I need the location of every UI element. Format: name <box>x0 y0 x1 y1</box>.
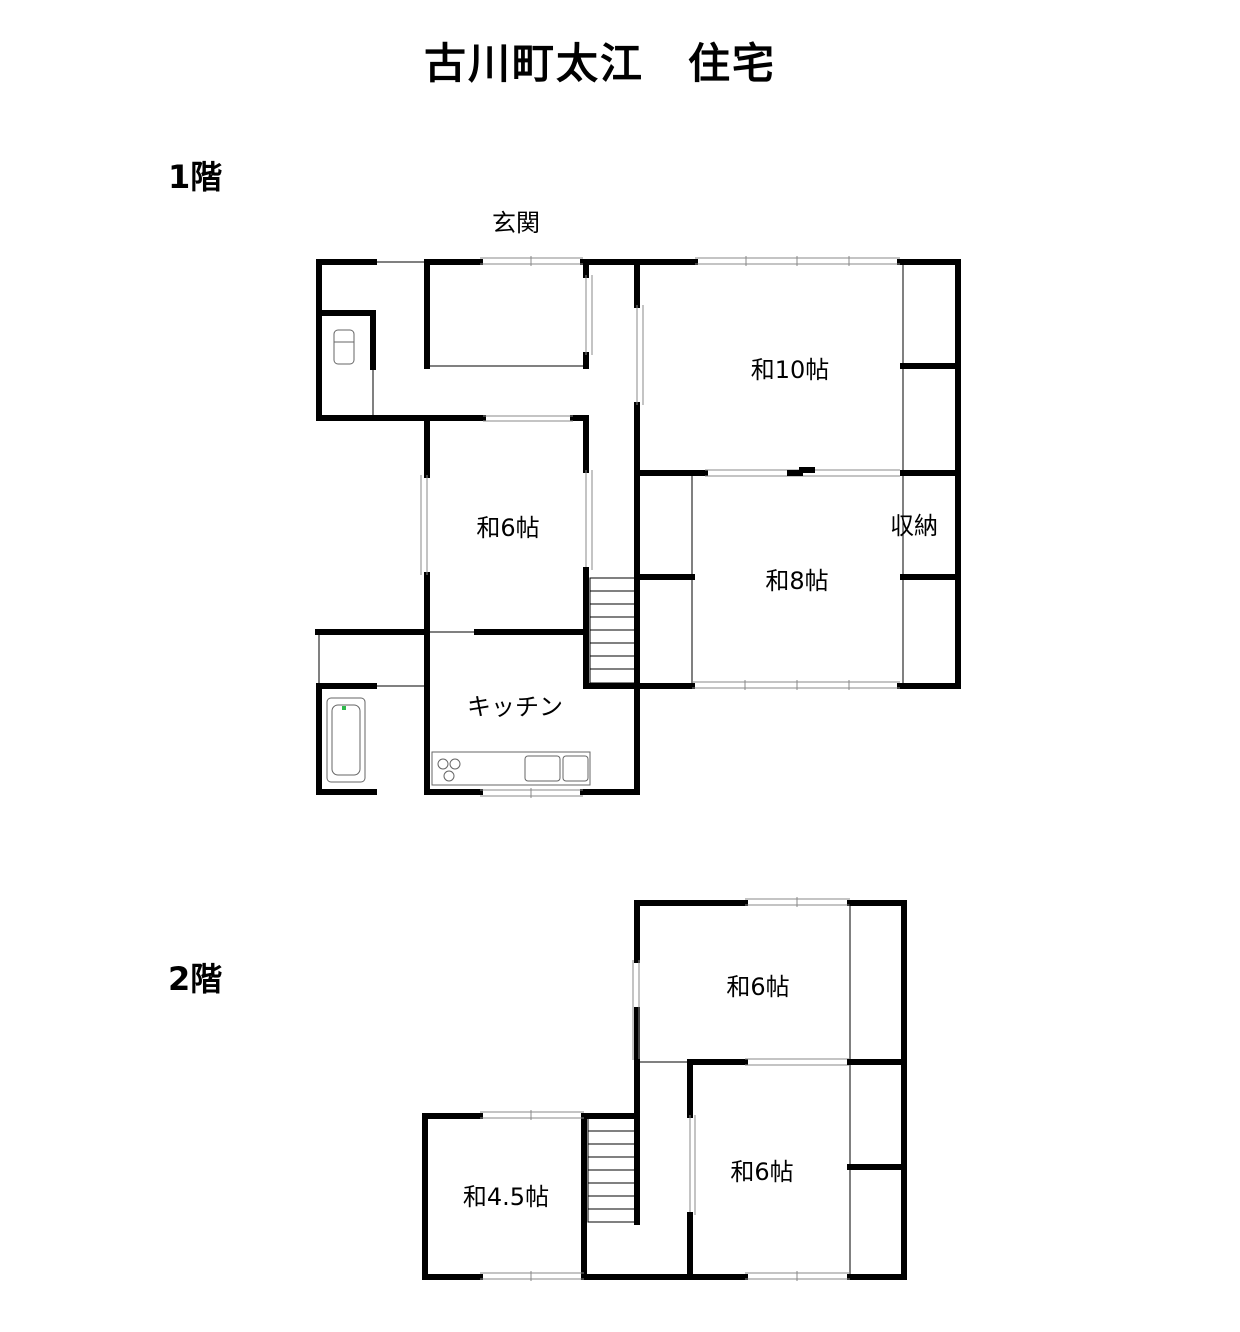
stairs <box>589 577 636 684</box>
washitsu8-label: 和8帖 <box>765 567 828 595</box>
washitsu10-window <box>695 256 900 266</box>
bathtub-icon <box>326 697 366 783</box>
floor1-label: 1階 <box>168 158 222 196</box>
storage-label: 収納 <box>890 512 938 540</box>
washitsu6-fusuma-2f <box>745 1058 850 1066</box>
toilet-block <box>316 259 428 421</box>
washitsu6-west-window <box>420 475 428 575</box>
washitsu10-washitsu8-fusuma <box>634 467 900 477</box>
hall-sliding-door <box>585 275 593 355</box>
washitsu6-north-label: 和6帖 <box>726 973 789 1001</box>
washitsu6-top-door <box>483 415 573 422</box>
washitsu8-window <box>692 680 900 690</box>
page-title: 古川町太江 住宅 <box>424 39 776 88</box>
toilet-icon <box>333 329 355 365</box>
washitsu6-label: 和6帖 <box>476 514 539 542</box>
washitsu45-north-window <box>480 1110 584 1120</box>
washitsu6-east-door <box>585 470 593 570</box>
kitchen-counter <box>431 751 591 786</box>
bathroom-block <box>316 629 430 795</box>
washitsu6-south-label: 和6帖 <box>730 1158 793 1186</box>
floor2-plan: 和6帖 和6帖 和4.5帖 <box>422 897 907 1281</box>
washitsu6-north-room <box>632 897 907 1280</box>
washitsu6-room <box>315 415 640 689</box>
stove-icon <box>437 758 461 782</box>
entrance-area <box>424 256 640 369</box>
sink-icon <box>524 755 589 782</box>
washitsu10-label: 和10帖 <box>751 356 830 384</box>
entrance-door-window <box>480 256 583 266</box>
washitsu6-north-west-window <box>632 960 640 1060</box>
washitsu6-south-room <box>687 1059 907 1281</box>
washitsu6-south-window <box>745 1271 850 1281</box>
washitsu8-room <box>634 473 961 690</box>
kitchen-label: キッチン <box>467 693 563 721</box>
washitsu45-south-window <box>480 1271 584 1281</box>
washitsu45-room <box>422 1110 587 1281</box>
kitchen-window <box>480 788 583 798</box>
stairs-2f <box>581 1059 693 1280</box>
floor2-label: 2階 <box>168 960 222 998</box>
entrance-label: 玄関 <box>492 209 540 237</box>
washitsu10-room <box>634 256 961 689</box>
hall-east-door <box>636 305 644 405</box>
washitsu6-north-window <box>745 897 850 907</box>
kitchen-room <box>424 683 640 798</box>
washitsu45-label: 和4.5帖 <box>463 1183 549 1211</box>
washitsu6-south-door <box>689 1115 696 1215</box>
floor1-plan: 玄関 和10帖 和6帖 収納 和8帖 キッチン <box>315 209 961 798</box>
